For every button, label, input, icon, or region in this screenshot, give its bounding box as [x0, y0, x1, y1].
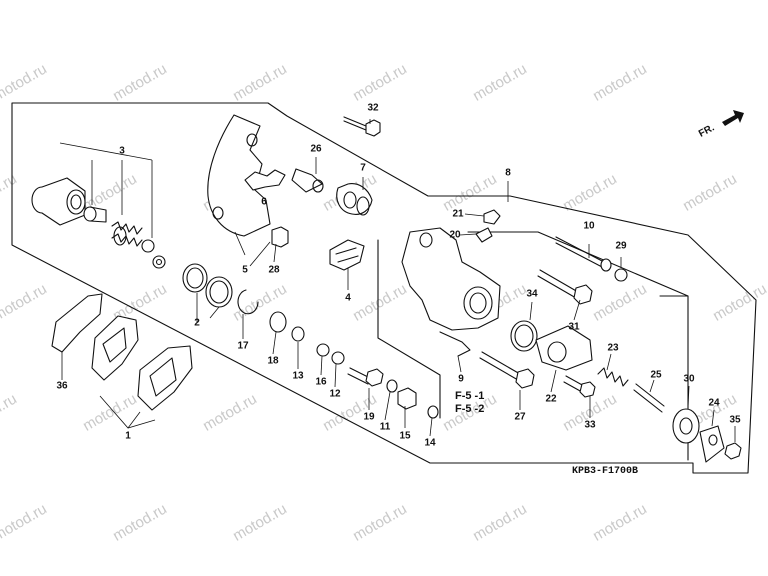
callout-9: 9: [458, 373, 464, 385]
part-pad-right: [137, 345, 193, 411]
part-washer-11: [386, 379, 398, 393]
part-pin-25: [633, 383, 665, 413]
callout-23: 23: [607, 342, 619, 354]
callout-22: 22: [545, 393, 557, 405]
part-bleeder: [475, 227, 493, 243]
callout-25: 25: [650, 369, 662, 381]
part-boot: [336, 183, 373, 216]
part-boot-28: [271, 226, 289, 248]
callout-7: 7: [360, 162, 366, 174]
part-nut-35: [724, 442, 742, 460]
reference-f5-2: F-5 -2: [455, 403, 485, 415]
callout-19: 19: [363, 411, 375, 423]
callout-17: 17: [237, 340, 249, 352]
callout-8: 8: [505, 167, 511, 179]
part-nut-15: [397, 387, 417, 410]
part-pin-10: [555, 236, 605, 269]
callout-34: 34: [526, 288, 538, 300]
part-piston: [31, 177, 86, 226]
part-holder-22: [535, 325, 593, 371]
callout-11: 11: [379, 421, 391, 433]
part-bushing-13: [291, 326, 305, 342]
part-washer-16: [316, 343, 330, 357]
callout-15: 15: [399, 430, 411, 442]
part-pin: [83, 206, 107, 223]
callout-18: 18: [267, 355, 279, 367]
callout-27: 27: [514, 411, 526, 423]
part-sleeve: [291, 168, 324, 193]
callout-35: 35: [729, 414, 741, 426]
callout-26: 26: [310, 143, 322, 155]
callout-32: 32: [367, 102, 379, 114]
callout-24: 24: [708, 397, 720, 409]
diagram-code: KPB3-F1700B: [572, 466, 639, 477]
callout-4: 4: [345, 292, 351, 304]
part-seal: [182, 263, 208, 293]
part-bolt-31: [537, 269, 579, 299]
callout-14: 14: [424, 437, 436, 449]
part-nut-29: [614, 268, 628, 282]
callout-1: 1: [125, 430, 131, 442]
callout-33: 33: [584, 419, 596, 431]
callout-3: 3: [119, 145, 125, 157]
assembly-outline: [11, 102, 757, 474]
part-bolt-33: [563, 375, 585, 393]
part-bolt-32: [343, 116, 381, 137]
callout-20: 20: [449, 229, 461, 241]
callout-21: 21: [452, 208, 464, 220]
part-spring-23: [597, 367, 629, 387]
part-plate-24: [699, 425, 725, 463]
callout-31: 31: [568, 321, 580, 333]
callout-6: 6: [261, 196, 267, 208]
callout-12: 12: [329, 388, 341, 400]
part-clip-9: [439, 331, 471, 357]
part-bolt-27: [479, 351, 521, 381]
part-boot-18: [269, 311, 287, 333]
callout-2: 2: [194, 317, 200, 329]
part-pad-36: [51, 293, 103, 353]
callout-36: 36: [56, 380, 68, 392]
part-bleeder-cap: [483, 209, 501, 225]
callout-29: 29: [615, 240, 627, 252]
front-direction-arrow: [722, 110, 744, 126]
part-oring-34: [510, 320, 538, 352]
caliper-subassembly-outline: [377, 239, 441, 419]
callout-16: 16: [315, 376, 327, 388]
part-spring: [111, 221, 143, 247]
part-washer-14: [427, 405, 439, 419]
callout-30: 30: [683, 373, 695, 385]
part-bracket: [207, 114, 271, 237]
callout-13: 13: [292, 370, 304, 382]
callout-28: 28: [268, 264, 280, 276]
callout-10: 10: [583, 220, 595, 232]
part-pad-spring: [329, 239, 365, 271]
reference-f5-1: F-5 -1: [455, 390, 485, 402]
part-washer: [141, 239, 155, 253]
callout-5: 5: [242, 264, 248, 276]
part-pad-left: [91, 315, 139, 381]
part-washer-12: [331, 351, 345, 365]
part-washer-2: [152, 255, 166, 269]
part-roller-30: [672, 408, 700, 444]
part-caliper-body: [401, 227, 501, 331]
part-circlip: [237, 289, 259, 315]
